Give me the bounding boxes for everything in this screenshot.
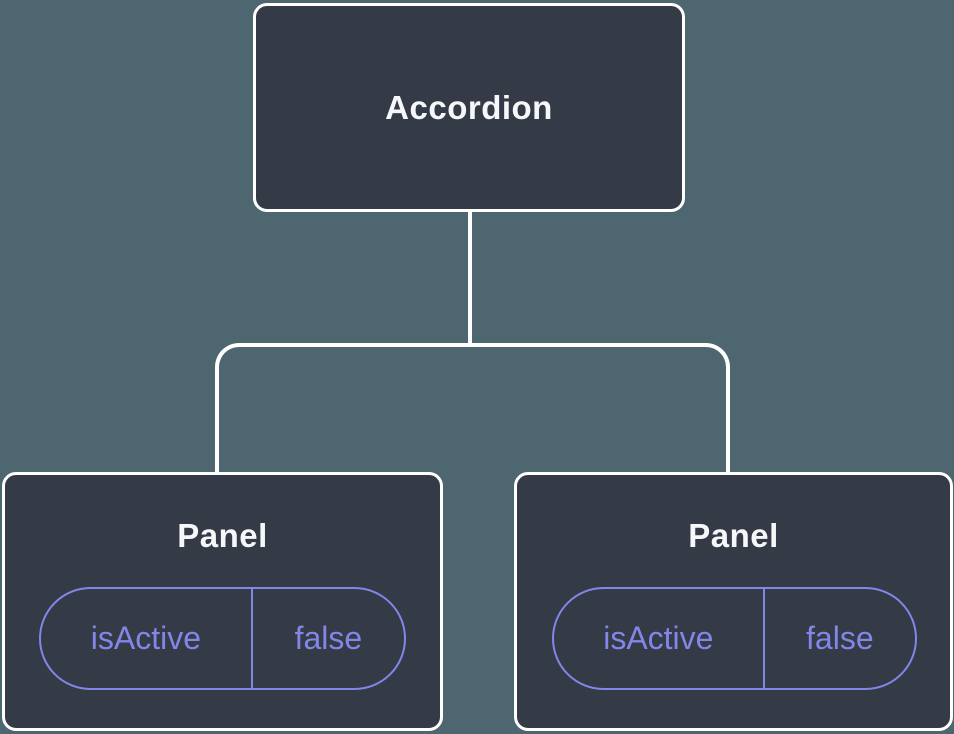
panel-node-label: Panel	[688, 517, 779, 554]
connector-branch-bracket	[215, 343, 730, 472]
tree-node-panel-right: Panel isActive false	[514, 472, 953, 731]
state-badge: isActive false	[39, 587, 406, 690]
tree-node-panel-left: Panel isActive false	[2, 472, 443, 731]
state-value-label: false	[250, 589, 404, 688]
state-key-label: isActive	[90, 620, 202, 656]
state-key-label: isActive	[603, 620, 714, 656]
connector-trunk-line	[468, 212, 472, 345]
state-value-label: false	[762, 589, 915, 688]
state-badge: isActive false	[552, 587, 917, 690]
panel-node-label: Panel	[177, 517, 268, 554]
tree-node-accordion: Accordion	[253, 3, 685, 212]
accordion-node-label: Accordion	[385, 88, 553, 126]
